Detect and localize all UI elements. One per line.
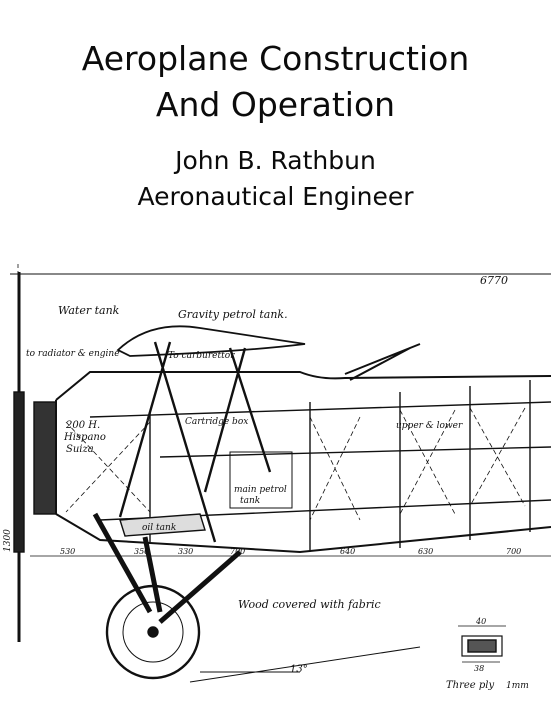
title-line-2: And Operation xyxy=(155,85,396,124)
label-to-carburettor: To carburettor xyxy=(168,351,235,361)
label-cartridge-box: Cartridge box xyxy=(185,417,248,427)
drawing-labels: 6770 Water tank Gravity petrol tank. to … xyxy=(3,274,529,691)
label-engine-1: 200 H. xyxy=(65,420,100,431)
label-engine-2: Hispano xyxy=(63,432,106,443)
dim-value: 530 xyxy=(60,547,75,556)
author-role: Aeronautical Engineer xyxy=(137,182,414,211)
label-gravity-tank: Gravity petrol tank. xyxy=(178,308,288,321)
label-water-tank: Water tank xyxy=(58,304,120,317)
label-height: 1300 xyxy=(3,529,13,552)
dim-value: 330 xyxy=(178,547,193,556)
label-main-petrol-1: main petrol xyxy=(234,485,287,495)
label-oil-tank: oil tank xyxy=(142,523,176,533)
label-engine-3: Suiza xyxy=(66,444,94,455)
label-angle: 13° xyxy=(290,664,308,675)
label-main-petrol-2: tank xyxy=(240,496,260,506)
label-three-ply: Three ply xyxy=(446,680,495,691)
label-overall-length: 6770 xyxy=(480,274,508,287)
dim-value: 640 xyxy=(340,547,355,556)
title-line-1: Aeroplane Construction xyxy=(81,39,470,78)
label-radiator-engine: to radiator & engine xyxy=(26,349,120,359)
drawing-linework xyxy=(10,264,551,683)
label-d40: 40 xyxy=(475,617,486,626)
book-title: Aeroplane Construction And Operation xyxy=(0,36,551,128)
label-mm: 1mm xyxy=(506,681,529,691)
dim-value: 630 xyxy=(418,547,433,556)
label-wood-fabric: Wood covered with fabric xyxy=(238,598,381,611)
label-d38: 38 xyxy=(474,664,484,673)
author-name: John B. Rathbun xyxy=(175,146,376,175)
dim-value: 700 xyxy=(506,547,521,556)
aeroplane-technical-drawing: 6770 Water tank Gravity petrol tank. to … xyxy=(3,264,551,691)
dim-value: 350 xyxy=(134,547,149,556)
label-upper-lower: upper & lower xyxy=(396,421,463,431)
book-author: John B. Rathbun Aeronautical Engineer xyxy=(0,143,551,215)
dim-value: 700 xyxy=(230,547,245,556)
